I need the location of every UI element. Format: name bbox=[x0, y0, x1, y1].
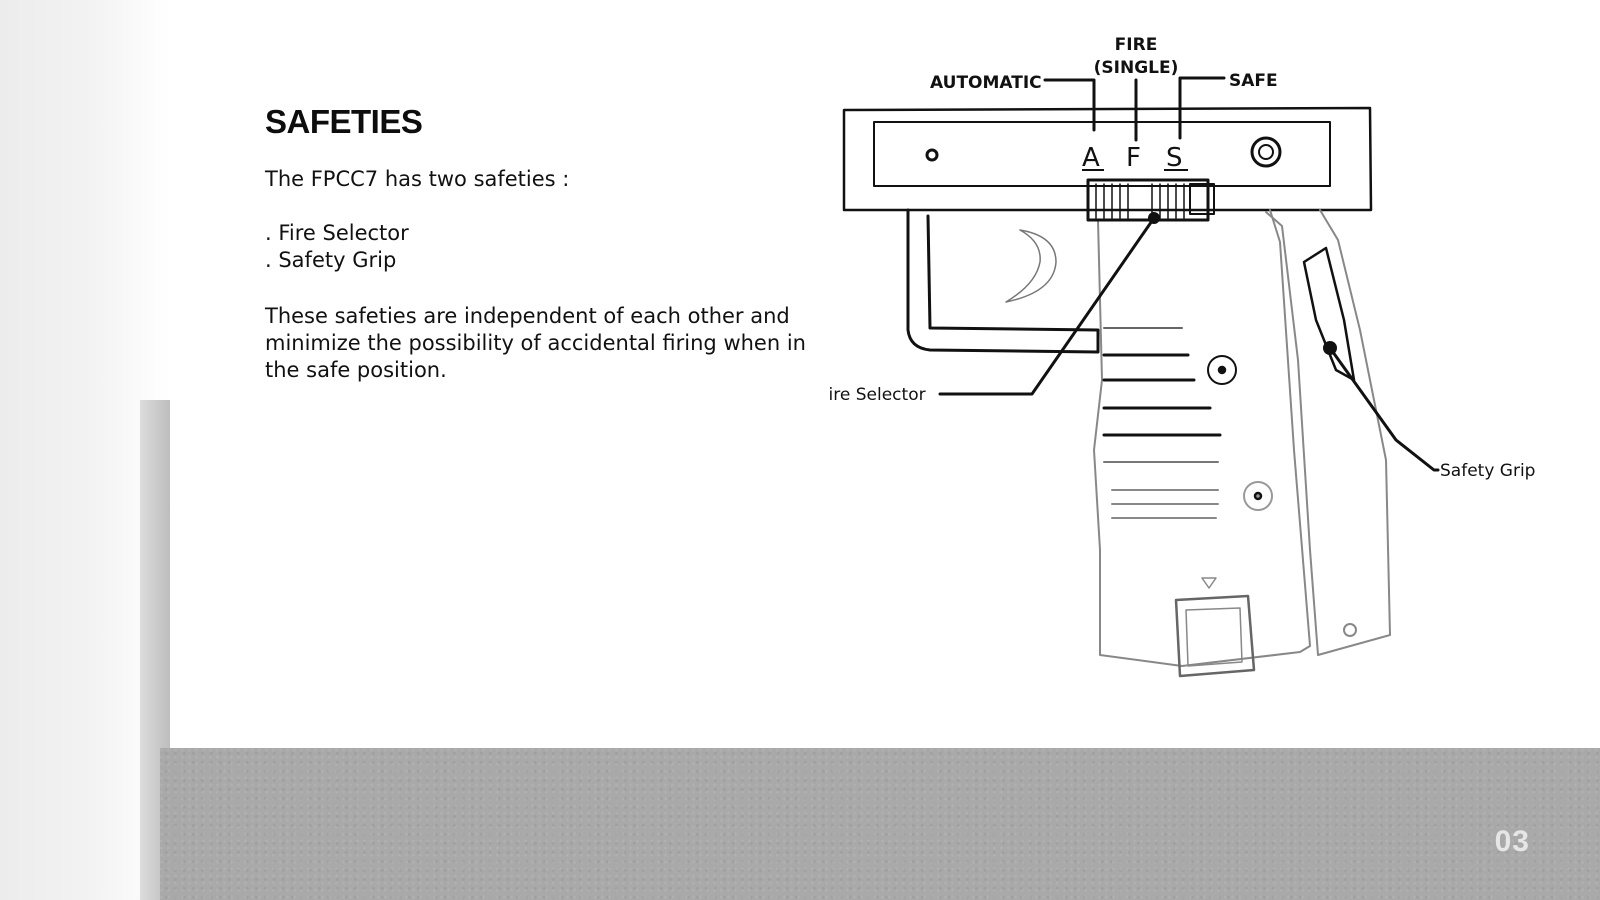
fire-selector-barrel bbox=[1086, 178, 1210, 222]
list-item: . Safety Grip bbox=[265, 248, 397, 272]
automatic-leader bbox=[1043, 78, 1096, 132]
fire-label: FIRE bbox=[1115, 35, 1158, 55]
fire-selector-leader bbox=[938, 216, 1156, 396]
intro-text: The FPCC7 has two safeties : bbox=[265, 167, 570, 191]
receiver-inner-outline bbox=[873, 121, 1331, 187]
safety-grip-leader bbox=[1328, 346, 1440, 472]
grip-body bbox=[1093, 209, 1311, 667]
safety-diagram: A F S AUTOMATIC FIRE (SINGLE) SAFE Fire … bbox=[830, 35, 1535, 678]
description-paragraph: These safeties are independent of each o… bbox=[265, 304, 806, 382]
magazine-release bbox=[1174, 594, 1256, 678]
fire-selector-label: Fire Selector bbox=[830, 385, 926, 405]
trigger-guard bbox=[906, 208, 1100, 354]
section-title: SAFETIES bbox=[265, 103, 423, 140]
safe-label: SAFE bbox=[1229, 71, 1278, 91]
safe-leader bbox=[1178, 76, 1226, 140]
automatic-label: AUTOMATIC bbox=[930, 73, 1042, 93]
fire-single-label: (SINGLE) bbox=[1094, 58, 1179, 78]
backstrap bbox=[1265, 209, 1391, 656]
safety-list: . Fire Selector . Safety Grip bbox=[265, 220, 409, 274]
selector-letter-a: A bbox=[1082, 143, 1100, 173]
selector-letter-s: S bbox=[1166, 143, 1183, 173]
safety-grip-label: Safety Grip bbox=[1440, 461, 1535, 481]
footer-band bbox=[160, 748, 1600, 900]
receiver-outline bbox=[842, 106, 1373, 212]
page-number: 03 bbox=[1494, 825, 1530, 858]
selector-letter-f: F bbox=[1126, 143, 1141, 173]
safety-grip-lever bbox=[1302, 246, 1356, 382]
list-item: . Fire Selector bbox=[265, 221, 409, 245]
trigger bbox=[1005, 229, 1057, 303]
